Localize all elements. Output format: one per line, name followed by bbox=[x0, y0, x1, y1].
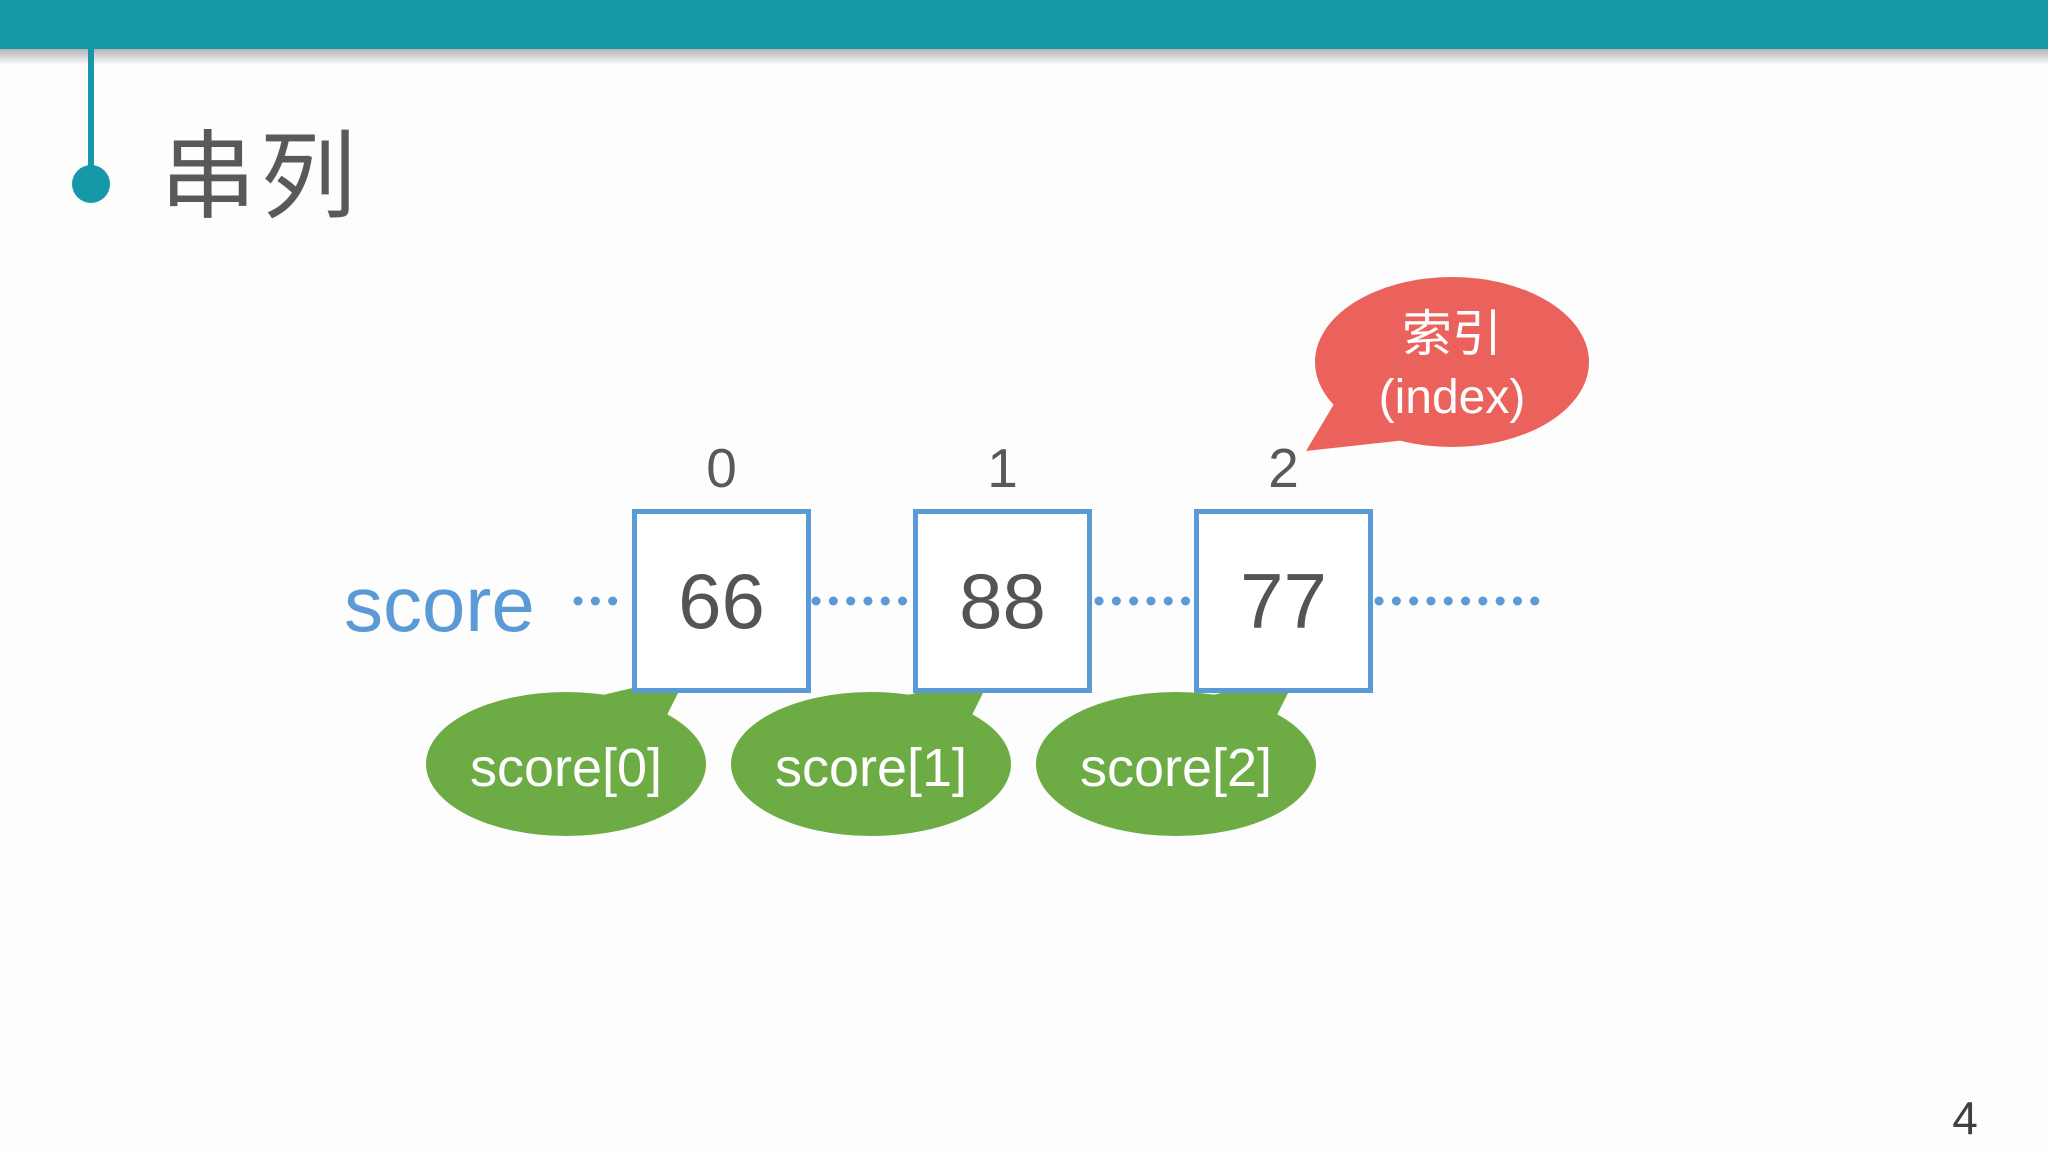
element-callout-label-1: score[1] bbox=[774, 738, 968, 798]
index-label-0: 0 bbox=[706, 437, 737, 499]
index-label-1: 1 bbox=[987, 437, 1018, 499]
title-accent-dot bbox=[72, 165, 110, 203]
array-cell-value-0: 66 bbox=[678, 556, 765, 645]
index-callout-line1: 索引 bbox=[1402, 306, 1502, 362]
array-cell-value-2: 77 bbox=[1240, 556, 1327, 645]
array-cell-value-1: 88 bbox=[959, 556, 1046, 645]
element-callout-label-0: score[0] bbox=[469, 738, 663, 798]
index-callout-bubble bbox=[1306, 277, 1589, 451]
array-cell-2: 77 bbox=[1194, 509, 1373, 693]
page-number: 4 bbox=[1952, 1092, 1978, 1144]
slide-title: 串列 bbox=[160, 124, 360, 231]
header-bar bbox=[0, 0, 2048, 49]
index-callout-line2: (index) bbox=[1378, 371, 1526, 424]
array-cell-1: 88 bbox=[913, 509, 1092, 693]
array-variable-label: score bbox=[344, 560, 535, 648]
title-accent-line bbox=[88, 44, 94, 168]
array-cell-0: 66 bbox=[632, 509, 811, 693]
index-label-2: 2 bbox=[1268, 437, 1299, 499]
element-callout-label-2: score[2] bbox=[1079, 738, 1273, 798]
header-bar-shadow bbox=[0, 49, 2048, 65]
index-callout-text: 索引 (index) bbox=[1312, 302, 1592, 430]
